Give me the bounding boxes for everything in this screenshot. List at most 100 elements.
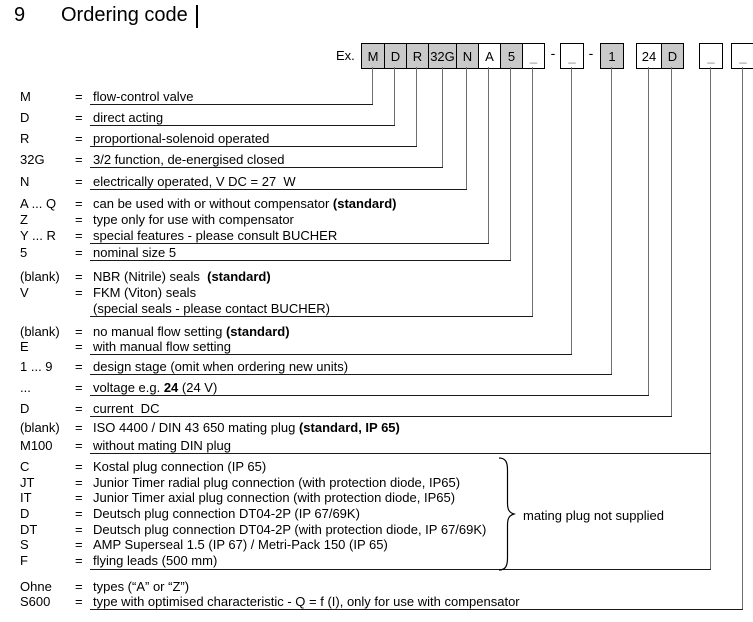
desc-segment: (24 V) bbox=[178, 380, 218, 395]
row-code: 32G bbox=[20, 152, 45, 167]
equals-sign: = bbox=[75, 490, 83, 505]
desc-segment: electrically operated, V DC = 27 W bbox=[93, 174, 296, 189]
desc-segment: design stage (omit when ordering new uni… bbox=[93, 359, 349, 374]
code-row: D = Deutsch plug connection DT04-2P (IP … bbox=[20, 506, 360, 523]
desc-segment: Kostal plug connection (IP 65) bbox=[93, 459, 267, 474]
equals-sign: = bbox=[75, 110, 83, 125]
desc-segment-bold: 24 bbox=[163, 380, 179, 395]
desc-segment-bold: (standard) bbox=[332, 196, 397, 211]
code-row: C = Kostal plug connection (IP 65) bbox=[20, 459, 266, 476]
row-description: Deutsch plug connection DT04-2P (IP 67/6… bbox=[93, 507, 360, 521]
row-code: D bbox=[20, 506, 30, 521]
row-underline bbox=[90, 416, 672, 417]
desc-segment: with manual flow setting bbox=[93, 339, 232, 354]
connector-line bbox=[742, 67, 743, 610]
row-description: electrically operated, V DC = 27 W bbox=[93, 175, 296, 189]
row-code: 1 ... 9 bbox=[20, 359, 53, 374]
code-row: Ohne = types (“A” or “Z”) bbox=[20, 580, 189, 596]
row-underline bbox=[90, 316, 533, 317]
code-box-group: 1 bbox=[600, 43, 624, 69]
desc-segment: Deutsch plug connection DT04-2P (with pr… bbox=[93, 522, 487, 537]
row-underline bbox=[90, 243, 489, 244]
code-box-group: M D R 32G N A 5 _ bbox=[361, 43, 545, 69]
desc-segment: current DC bbox=[93, 401, 160, 416]
page-title: Ordering code bbox=[61, 4, 188, 26]
code-row: F = flying leads (500 mm) bbox=[20, 554, 217, 570]
equals-sign: = bbox=[75, 438, 83, 453]
code-row: (blank) = ISO 4400 / DIN 43 650 mating p… bbox=[20, 421, 400, 437]
row-description: (special seals - please contact BUCHER) bbox=[93, 302, 330, 316]
desc-segment: without mating DIN plug bbox=[93, 438, 232, 453]
code-box: R bbox=[406, 44, 428, 68]
code-box-group: _ bbox=[560, 43, 584, 69]
equals-sign: = bbox=[75, 459, 83, 474]
code-row: D = current DC bbox=[20, 402, 159, 418]
equals-sign: = bbox=[75, 522, 83, 537]
row-description: Kostal plug connection (IP 65) bbox=[93, 460, 266, 474]
row-code: E bbox=[20, 339, 29, 354]
code-row: (blank) = no manual flow setting (standa… bbox=[20, 325, 290, 341]
equals-sign: = bbox=[75, 196, 83, 211]
row-description: special features - please consult BUCHER bbox=[93, 229, 337, 243]
row-code: A ... Q bbox=[20, 196, 57, 211]
code-row: N = electrically operated, V DC = 27 W bbox=[20, 175, 296, 191]
row-description: current DC bbox=[93, 402, 159, 416]
row-code: IT bbox=[20, 490, 32, 505]
desc-segment: Deutsch plug connection DT04-2P (IP 67/6… bbox=[93, 506, 360, 521]
equals-sign: = bbox=[75, 152, 83, 167]
code-row: R = proportional-solenoid operated bbox=[20, 131, 269, 148]
desc-segment-bold: (standard) bbox=[207, 269, 271, 284]
code-row: 32G = 3/2 function, de-energised closed bbox=[20, 153, 285, 169]
equals-sign: = bbox=[75, 475, 83, 490]
code-box: D bbox=[384, 44, 406, 68]
desc-segment: proportional-solenoid operated bbox=[93, 131, 270, 146]
row-underline bbox=[90, 146, 417, 147]
equals-sign: = bbox=[75, 537, 83, 552]
desc-segment: direct acting bbox=[93, 110, 164, 125]
row-code: ... bbox=[20, 380, 31, 395]
desc-segment: type only for use with compensator bbox=[93, 212, 294, 227]
equals-sign: = bbox=[75, 228, 83, 243]
connector-line bbox=[710, 67, 711, 569]
desc-segment-bold: (standard) bbox=[225, 324, 290, 339]
code-row: M = flow-control valve bbox=[20, 90, 193, 106]
equals-sign: = bbox=[75, 594, 83, 609]
row-underline bbox=[90, 569, 711, 570]
code-box-placeholder: _ bbox=[522, 44, 544, 68]
section-number: 9 bbox=[14, 4, 26, 26]
row-description: flow-control valve bbox=[93, 90, 193, 104]
code-row: E = with manual flow setting bbox=[20, 339, 231, 356]
row-underline bbox=[90, 104, 373, 105]
desc-segment: no manual flow setting bbox=[93, 324, 226, 339]
desc-segment: types (“A” or “Z”) bbox=[93, 579, 190, 594]
connector-line bbox=[648, 67, 649, 396]
equals-sign: = bbox=[75, 269, 83, 284]
equals-sign: = bbox=[75, 506, 83, 521]
row-description: flying leads (500 mm) bbox=[93, 554, 217, 568]
desc-segment: FKM (Viton) seals bbox=[93, 285, 197, 300]
code-box: 24 bbox=[637, 44, 661, 68]
row-description: no manual flow setting (standard) bbox=[93, 325, 290, 339]
equals-sign: = bbox=[75, 553, 83, 568]
connector-line bbox=[372, 67, 373, 105]
code-row: A ... Q = can be used with or without co… bbox=[20, 197, 396, 213]
equals-sign: = bbox=[75, 89, 83, 104]
connector-line bbox=[488, 67, 489, 244]
row-description: nominal size 5 bbox=[93, 246, 176, 260]
row-code: C bbox=[20, 459, 30, 474]
row-description: Junior Timer radial plug connection (wit… bbox=[93, 476, 460, 490]
row-code: R bbox=[20, 131, 30, 146]
code-box: D bbox=[661, 44, 683, 68]
row-underline bbox=[90, 354, 572, 355]
code-row: M100 = without mating DIN plug bbox=[20, 439, 231, 455]
row-underline bbox=[90, 125, 395, 126]
row-code: DT bbox=[20, 522, 38, 537]
row-description: with manual flow setting bbox=[93, 340, 231, 354]
code-box-group: 24 D bbox=[636, 43, 684, 69]
desc-segment: 3/2 function, de-energised closed bbox=[93, 152, 285, 167]
row-description: can be used with or without compensator … bbox=[93, 197, 396, 211]
code-box: N bbox=[456, 44, 478, 68]
row-underline bbox=[90, 395, 649, 396]
row-code: M100 bbox=[20, 438, 53, 453]
row-code: (blank) bbox=[20, 324, 60, 339]
